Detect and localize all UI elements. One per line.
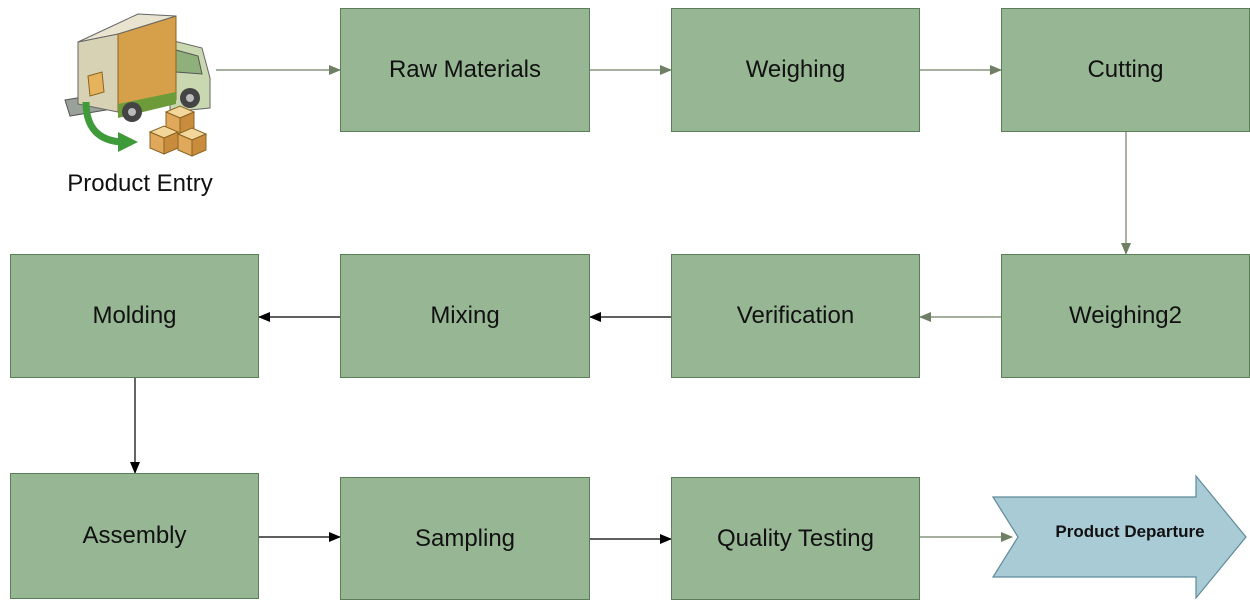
- step-sampling[interactable]: Sampling: [340, 477, 590, 600]
- step-assembly[interactable]: Assembly: [10, 473, 259, 599]
- step-weighing2[interactable]: Weighing2: [1001, 254, 1250, 378]
- step-verification[interactable]: Verification: [671, 254, 920, 378]
- step-cutting[interactable]: Cutting: [1001, 8, 1250, 132]
- product-entry-label: Product Entry: [67, 170, 213, 197]
- departure-arrow-shape: [991, 474, 1247, 600]
- delivery-truck-icon: [64, 13, 211, 157]
- step-quality-testing[interactable]: Quality Testing: [671, 477, 920, 600]
- step-raw-materials[interactable]: Raw Materials: [340, 8, 590, 132]
- step-mixing[interactable]: Mixing: [340, 254, 590, 378]
- step-molding[interactable]: Molding: [10, 254, 259, 378]
- product-departure-label[interactable]: Product Departure: [1055, 522, 1205, 541]
- step-weighing[interactable]: Weighing: [671, 8, 920, 132]
